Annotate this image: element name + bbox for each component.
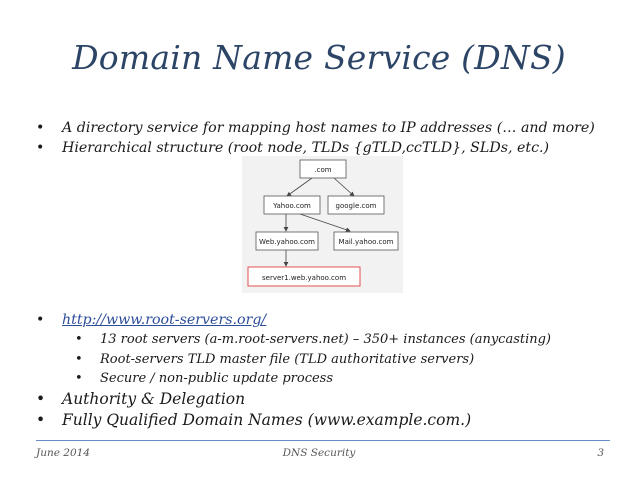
bullet-text: Fully Qualified Domain Names (www.exampl…: [62, 410, 472, 429]
sub-bullet-item: • Root-servers TLD master file (TLD auth…: [36, 350, 626, 370]
bullet-list: • A directory service for mapping host n…: [36, 118, 626, 431]
dns-tree-svg: .com Yahoo.com google.com Web.yahoo.com …: [247, 159, 399, 287]
node-yahoo-label: Yahoo.com: [272, 202, 311, 210]
page-number: 3: [597, 447, 604, 459]
node-google: google.com: [327, 195, 385, 215]
edge-yahoo-mail: [299, 213, 351, 232]
node-mail-label: Mail.yahoo.com: [339, 238, 394, 246]
node-root-label: .com: [314, 166, 331, 174]
bullet-item: • http://www.root-servers.org/: [36, 310, 626, 330]
bullet-item: • A directory service for mapping host n…: [36, 118, 626, 138]
slide-title: Domain Name Service (DNS): [72, 38, 566, 77]
node-server: server1.web.yahoo.com: [247, 266, 361, 287]
bullet-item: • Authority & Delegation: [36, 389, 626, 410]
edge-root-google: [333, 177, 355, 197]
sub-bullet-text: Root-servers TLD master file (TLD author…: [100, 351, 475, 367]
bullet-item: • Fully Qualified Domain Names (www.exam…: [36, 410, 626, 431]
node-google-label: google.com: [336, 202, 377, 210]
bullet-marker: •: [36, 120, 45, 136]
bullet-marker: •: [75, 351, 83, 367]
node-web: Web.yahoo.com: [255, 231, 319, 251]
bullet-marker: •: [75, 332, 83, 347]
node-server-label: server1.web.yahoo.com: [262, 274, 346, 282]
footer-date: June 2014: [36, 447, 91, 459]
node-yahoo: Yahoo.com: [263, 195, 321, 215]
footer-divider: [36, 440, 610, 441]
bullet-text: Authority & Delegation: [62, 389, 246, 408]
bullet-marker: •: [36, 312, 45, 328]
bullet-marker: •: [36, 389, 46, 408]
footer-title: DNS Security: [282, 447, 356, 459]
edge-root-yahoo: [286, 177, 313, 197]
bullet-marker: •: [75, 371, 83, 386]
sub-bullet-item: • Secure / non-public update process: [36, 369, 626, 389]
sub-bullet-text: 13 root servers (a-m.root-servers.net) –…: [100, 332, 552, 347]
dns-hierarchy-diagram: .com Yahoo.com google.com Web.yahoo.com …: [242, 156, 403, 293]
node-web-label: Web.yahoo.com: [259, 238, 315, 246]
node-mail: Mail.yahoo.com: [333, 231, 399, 251]
sub-bullet-text: Secure / non-public update process: [100, 371, 334, 386]
bullet-text: A directory service for mapping host nam…: [62, 120, 595, 136]
bullet-text: Hierarchical structure (root node, TLDs …: [62, 140, 550, 156]
root-servers-link[interactable]: http://www.root-servers.org/: [62, 312, 267, 328]
sub-bullet-item: • 13 root servers (a-m.root-servers.net)…: [36, 330, 626, 350]
bullet-marker: •: [36, 410, 46, 429]
bullet-marker: •: [36, 140, 45, 156]
bullet-item: • Hierarchical structure (root node, TLD…: [36, 138, 626, 158]
node-root: .com: [299, 159, 347, 179]
